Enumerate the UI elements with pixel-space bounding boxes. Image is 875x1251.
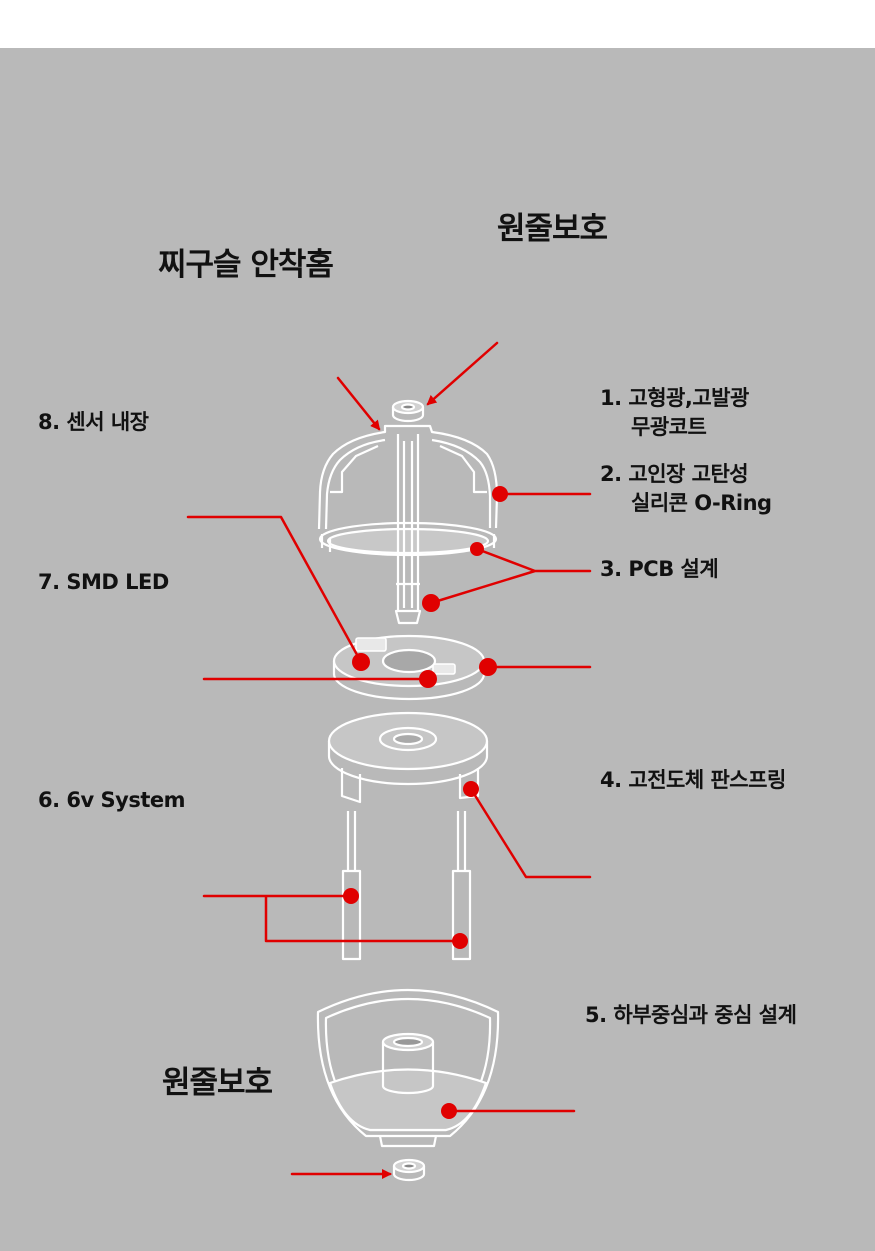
leader-item2 (429, 547, 592, 605)
label-wire-protect-bottom: 원줄보호 (162, 1065, 273, 1101)
lower-bowl (316, 988, 500, 1148)
label-wire-protect-top: 원줄보호 (497, 211, 608, 247)
label-item6: 6. 6v System (38, 788, 186, 812)
exploded-diagram (186, 341, 592, 1182)
dot-item5 (441, 1103, 457, 1119)
dot-item4 (463, 781, 479, 797)
lower-plate-spring (327, 711, 489, 804)
upper-dome-cap (317, 424, 499, 625)
arrow-wire-protect-top (426, 341, 499, 406)
leader-item8 (186, 515, 363, 664)
diagram-canvas: 원줄보호 찌구슬 안착홈 1. 고형광,고발광 무광코트 2. 고인장 고탄성 … (0, 48, 875, 1251)
top-wire-protector (391, 399, 425, 423)
dot-item6b (452, 933, 468, 949)
label-item8: 8. 센서 내장 (38, 410, 149, 434)
bottom-wire-protector (392, 1158, 426, 1182)
leader-item4 (469, 787, 592, 879)
label-item2-line1: 2. 고인장 고탄성 (600, 462, 749, 486)
label-item2-line2: 실리콘 O-Ring (631, 491, 772, 515)
label-jig-groove: 찌구슬 안착홈 (158, 247, 334, 283)
pcb-board (332, 634, 486, 701)
arrow-jig-groove (336, 376, 381, 431)
label-item1-line2: 무광코트 (631, 415, 707, 439)
dot-item1 (492, 486, 508, 502)
label-item2: 2. 고인장 고탄성 실리콘 O-Ring (600, 460, 772, 518)
label-item1: 1. 고형광,고발광 무광코트 (600, 384, 749, 442)
label-item3: 3. PCB 설계 (600, 557, 719, 581)
dot-item7 (419, 670, 437, 688)
label-item1-line1: 1. 고형광,고발광 (600, 386, 749, 410)
label-item7: 7. SMD LED (38, 570, 169, 594)
dot-item2a (470, 542, 484, 556)
battery-pins (341, 811, 472, 961)
dot-item2b (422, 594, 440, 612)
leader-item6 (202, 894, 462, 943)
dot-item6a (343, 888, 359, 904)
dot-item8 (352, 653, 370, 671)
label-item4: 4. 고전도체 판스프링 (600, 768, 786, 792)
label-item5: 5. 하부중심과 중심 설계 (585, 1003, 797, 1027)
dot-item3 (479, 658, 497, 676)
